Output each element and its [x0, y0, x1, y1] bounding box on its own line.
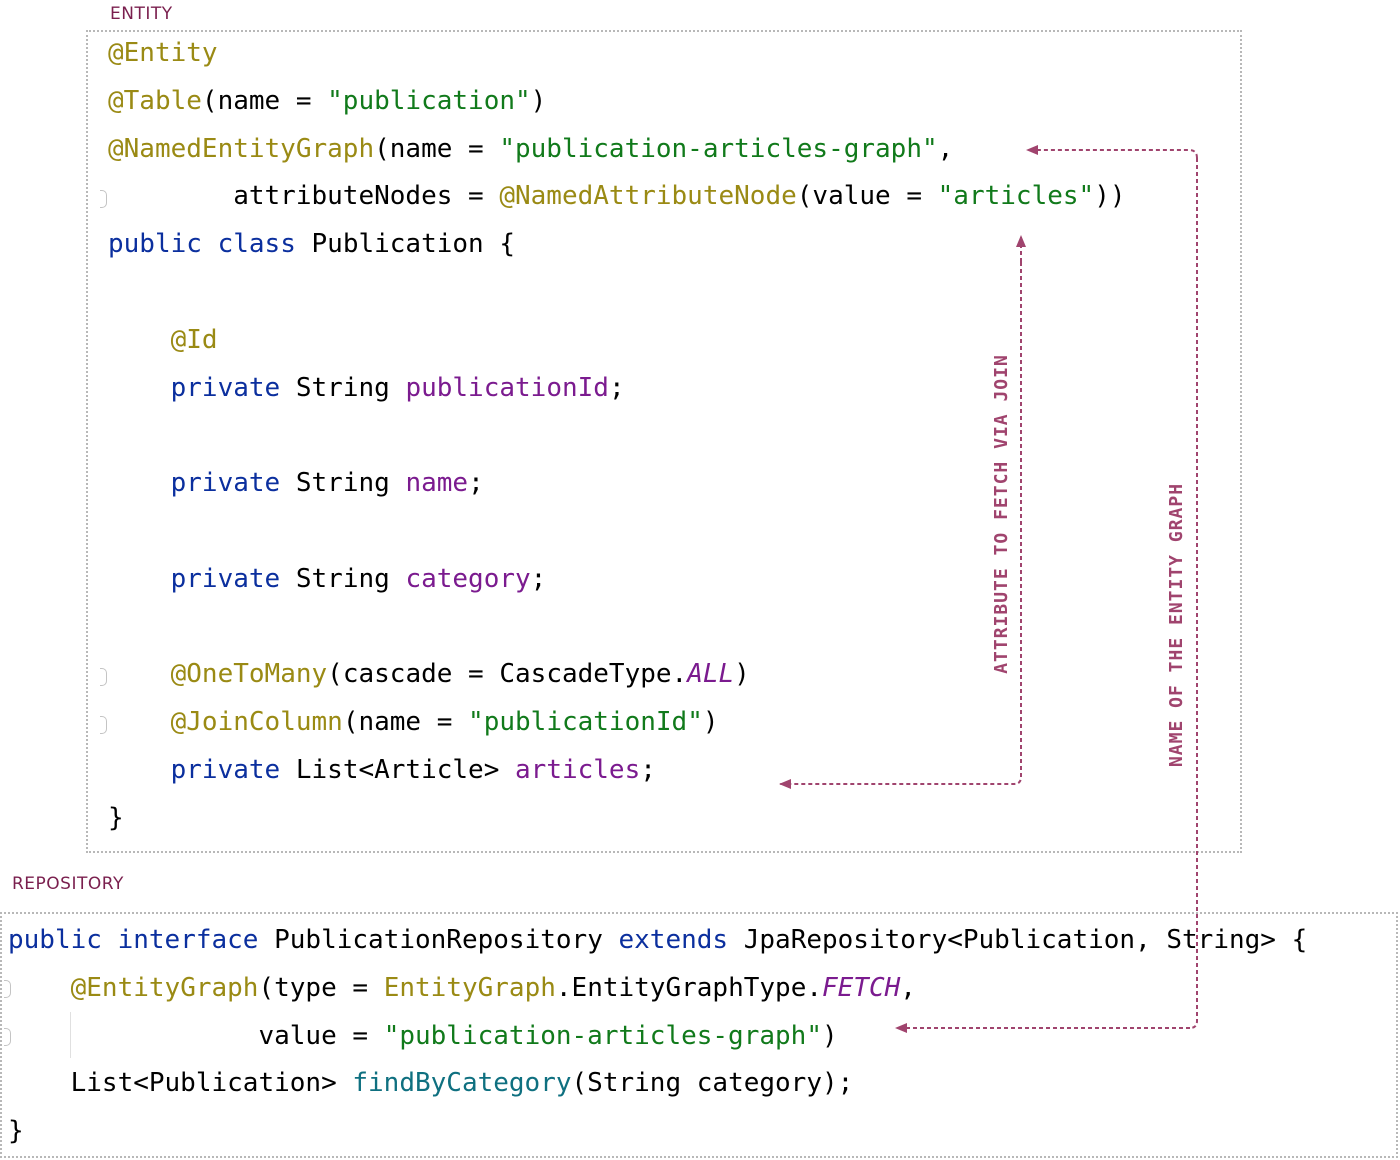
- code-token: .EntityGraphType.: [555, 972, 822, 1003]
- code-token: value =: [8, 1020, 384, 1051]
- code-token: ALL: [687, 659, 735, 690]
- code-token: @NamedEntityGraph: [108, 133, 375, 164]
- code-token: ,: [937, 133, 954, 164]
- code-token: EntityGraph: [383, 972, 556, 1003]
- code-token: private: [170, 755, 281, 785]
- code-line: attributeNodes = @NamedAttributeNode(val…: [108, 181, 1126, 212]
- code-token: "publication": [327, 85, 531, 116]
- code-token: (name =: [201, 85, 328, 116]
- code-line: private String name;: [108, 468, 484, 498]
- code-line: private String category;: [108, 563, 547, 594]
- code-token: }: [108, 802, 124, 833]
- code-token: "publicationId": [468, 707, 703, 738]
- entity-graph-name-label: NAME OF THE ENTITY GRAPH: [1166, 483, 1187, 767]
- code-token: String: [280, 372, 406, 403]
- code-line: @Table(name = "publication"): [108, 86, 546, 116]
- code-token: findByCategory: [352, 1068, 572, 1099]
- code-token: String: [280, 468, 406, 499]
- indent-guide: [70, 1012, 71, 1058]
- code-line: }: [108, 803, 124, 833]
- code-line: private String publicationId;: [108, 373, 625, 403]
- code-token: (name =: [342, 707, 469, 738]
- code-token: @Entity: [108, 38, 218, 68]
- graph-name-callout-line: [1189, 158, 1198, 1029]
- code-line: value = "publication-articles-graph"): [8, 1020, 838, 1051]
- code-token: ;: [640, 755, 656, 785]
- code-token: ;: [468, 468, 484, 499]
- code-token: name: [405, 468, 469, 499]
- code-token: JpaRepository<Publication, String> {: [728, 925, 1308, 955]
- code-token: Publication {: [295, 229, 516, 260]
- repository-section-label: REPOSITORY: [12, 874, 124, 894]
- code-token: FETCH: [822, 972, 901, 1003]
- code-token: "publication-articles-graph": [499, 133, 938, 164]
- code-line: }: [8, 1116, 24, 1146]
- repository-code-block: [0, 912, 1398, 1158]
- code-token: public: [108, 229, 202, 260]
- code-line: List<Publication> findByCategory(String …: [8, 1068, 854, 1099]
- code-token: (String category);: [571, 1068, 854, 1099]
- code-token: private: [170, 372, 281, 403]
- code-token: private: [170, 468, 281, 499]
- code-token: }: [8, 1116, 24, 1147]
- code-line: public interface PublicationRepository e…: [8, 925, 1307, 955]
- code-token: ): [821, 1020, 838, 1051]
- code-token: (value =: [796, 181, 938, 212]
- code-token: ;: [608, 372, 625, 403]
- code-token: String: [280, 563, 406, 594]
- code-token: publicationId: [405, 372, 609, 403]
- code-token: class: [217, 229, 296, 260]
- code-token: extends: [618, 925, 729, 955]
- code-token: (type =: [258, 972, 384, 1003]
- code-token: ): [702, 707, 719, 738]
- code-token: @Id: [170, 324, 218, 355]
- fold-marker: [4, 980, 11, 998]
- code-line: @Entity: [108, 38, 218, 68]
- code-token: (name =: [374, 133, 500, 164]
- code-token: ;: [530, 563, 547, 594]
- code-token: @OneToMany: [170, 659, 328, 690]
- code-token: "publication-articles-graph": [383, 1020, 822, 1051]
- code-token: @EntityGraph: [70, 972, 259, 1003]
- code-token: List<Article>: [280, 755, 516, 785]
- code-token: "articles": [937, 181, 1095, 212]
- code-token: public: [8, 925, 102, 955]
- attribute-to-fetch-label: ATTRIBUTE TO FETCH VIA JOIN: [991, 354, 1012, 674]
- code-token: ): [530, 85, 547, 116]
- code-token: interface: [117, 925, 259, 955]
- code-line: public class Publication {: [108, 229, 515, 259]
- code-token: private: [170, 563, 281, 594]
- graph-name-callout-arrow-to-entity: [1026, 145, 1198, 159]
- entity-section-label: ENTITY: [110, 4, 173, 24]
- code-token: List<Publication>: [8, 1068, 353, 1099]
- entity-code-block: [86, 30, 1242, 853]
- attribute-callout-arrow-to-articles: [779, 262, 1022, 789]
- code-token: attributeNodes =: [108, 181, 500, 212]
- code-line: private List<Article> articles;: [108, 755, 656, 785]
- code-token: @JoinColumn: [170, 707, 343, 738]
- fold-marker: [4, 1028, 11, 1046]
- code-line: @OneToMany(cascade = CascadeType.ALL): [108, 659, 750, 689]
- code-line: @Id: [108, 325, 218, 355]
- code-token: category: [405, 563, 531, 594]
- code-token: ,: [900, 972, 916, 1003]
- code-line: @NamedEntityGraph(name = "publication-ar…: [108, 134, 953, 164]
- code-token: articles: [515, 755, 641, 785]
- code-token: ): [734, 659, 750, 690]
- code-token: @Table: [108, 85, 202, 116]
- fold-marker: [100, 716, 107, 734]
- fold-marker: [100, 190, 107, 208]
- code-token: PublicationRepository: [258, 925, 619, 955]
- code-line: @JoinColumn(name = "publicationId"): [108, 707, 719, 737]
- code-token: @NamedAttributeNode: [499, 181, 797, 212]
- code-token: )): [1094, 181, 1126, 212]
- code-token: (cascade = CascadeType.: [327, 659, 688, 690]
- fold-marker: [100, 668, 107, 686]
- code-line: @EntityGraph(type = EntityGraph.EntityGr…: [8, 973, 916, 1003]
